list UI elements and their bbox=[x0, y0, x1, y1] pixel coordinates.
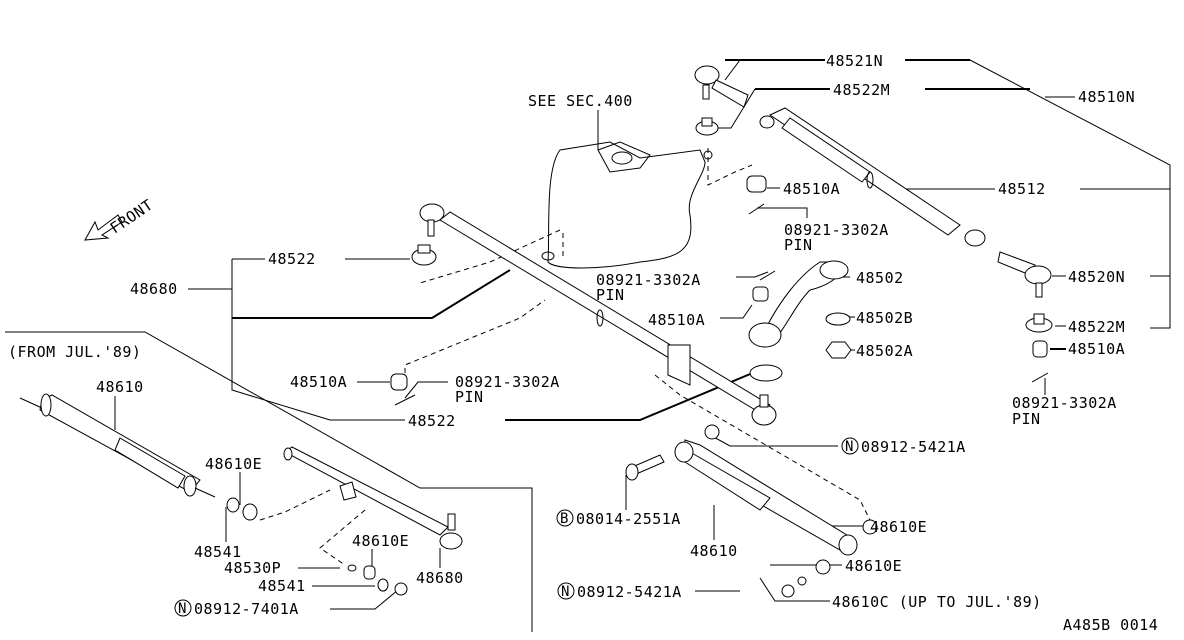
nut-5421-upper-callout: N 08912-5421A bbox=[841, 437, 966, 456]
label-48610-left: 48610 bbox=[96, 378, 144, 396]
label-48502A: 48502A bbox=[856, 342, 913, 360]
label-48680-left: 48680 bbox=[130, 280, 178, 298]
cotter-pin-top bbox=[748, 203, 765, 215]
label-48522-upper: 48522 bbox=[268, 250, 316, 268]
label-48610E-b: 48610E bbox=[352, 532, 409, 550]
steering-damper-48610-right bbox=[625, 439, 878, 598]
label-48502B: 48502B bbox=[856, 309, 913, 327]
label-48522M-top: 48522M bbox=[833, 81, 890, 99]
label-pin-3-word: PIN bbox=[1012, 410, 1041, 428]
label-48510A-2: 48510A bbox=[648, 311, 705, 329]
label-08912-5421A-upper: 08912-5421A bbox=[861, 438, 966, 456]
label-48541-a: 48541 bbox=[194, 543, 242, 561]
bolt-2551-callout: B 08014-2551A bbox=[556, 509, 681, 528]
assembly-dashed-lines bbox=[259, 148, 871, 566]
front-arrow-icon bbox=[84, 214, 123, 241]
label-pin-3-code: 08921-3302A bbox=[1012, 394, 1117, 412]
relay-rod-48680 bbox=[411, 203, 783, 426]
nut-48510A-top bbox=[746, 175, 767, 193]
label-48610E-a: 48610E bbox=[205, 455, 262, 473]
label-48512: 48512 bbox=[998, 180, 1046, 198]
label-pin-2-code: 08921-3302A bbox=[596, 271, 701, 289]
label-08014-2551A: 08014-2551A bbox=[576, 510, 681, 528]
nut-5421-lower-callout: N 08912-5421A bbox=[557, 582, 682, 601]
label-48680-lower: 48680 bbox=[416, 569, 464, 587]
cotter-pin-right bbox=[1031, 372, 1049, 383]
label-48610C: 48610C (UP TO JUL.'89) bbox=[832, 593, 1042, 611]
cotter-pin-left bbox=[394, 394, 416, 406]
label-pin-4-word: PIN bbox=[455, 388, 484, 406]
label-48502: 48502 bbox=[856, 269, 904, 287]
nut-7401-callout: N 08912-7401A bbox=[174, 599, 299, 618]
label-48510A-4: 48510A bbox=[290, 373, 347, 391]
label-48522M-right: 48522M bbox=[1068, 318, 1125, 336]
label-48521N: 48521N bbox=[826, 52, 883, 70]
label-48541-b: 48541 bbox=[258, 577, 306, 595]
prefix-N-upper: N bbox=[845, 439, 854, 455]
label-48610E-c: 48610E bbox=[870, 518, 927, 536]
prefix-B: B bbox=[560, 511, 569, 527]
label-08912-7401A: 08912-7401A bbox=[194, 600, 299, 618]
label-pin-1-word: PIN bbox=[784, 236, 813, 254]
nut-48510A-left bbox=[390, 373, 408, 391]
nut-08912-5421A-upper bbox=[704, 424, 720, 440]
from-jul-89-note: (FROM JUL.'89) bbox=[8, 343, 141, 361]
label-08912-5421A-lower: 08912-5421A bbox=[577, 583, 682, 601]
label-48610-right: 48610 bbox=[690, 542, 738, 560]
label-48610E-d: 48610E bbox=[845, 557, 902, 575]
tie-rod-48512 bbox=[759, 107, 986, 247]
figure-code: A485B 0014 bbox=[1063, 616, 1158, 634]
steering-gearbox-housing bbox=[541, 141, 713, 269]
prefix-N-lower: N bbox=[561, 584, 570, 600]
pitman-arm-48502 bbox=[748, 260, 852, 359]
label-48510A-3: 48510A bbox=[1068, 340, 1125, 358]
label-48510N: 48510N bbox=[1078, 88, 1135, 106]
steering-damper-48610-left bbox=[19, 393, 258, 521]
label-pin-2-word: PIN bbox=[596, 286, 625, 304]
tie-rod-end-48520N bbox=[997, 251, 1053, 358]
tie-rod-end-48521N bbox=[694, 65, 749, 136]
bracket-48510N bbox=[969, 59, 1171, 329]
labels: FRONT SEE SEC.400 (FROM JUL.'89) 48521N … bbox=[8, 52, 1158, 634]
label-48530P: 48530P bbox=[224, 559, 281, 577]
label-pin-1-code: 08921-3302A bbox=[784, 221, 889, 239]
relay-rod-48680-lower bbox=[283, 446, 463, 596]
prefix-N-7401: N bbox=[178, 601, 187, 617]
front-label: FRONT bbox=[107, 196, 157, 238]
see-section-note: SEE SEC.400 bbox=[528, 92, 633, 110]
label-48520N: 48520N bbox=[1068, 268, 1125, 286]
label-48510A-1: 48510A bbox=[783, 180, 840, 198]
label-48522-lower: 48522 bbox=[408, 412, 456, 430]
label-pin-4-code: 08921-3302A bbox=[455, 373, 560, 391]
